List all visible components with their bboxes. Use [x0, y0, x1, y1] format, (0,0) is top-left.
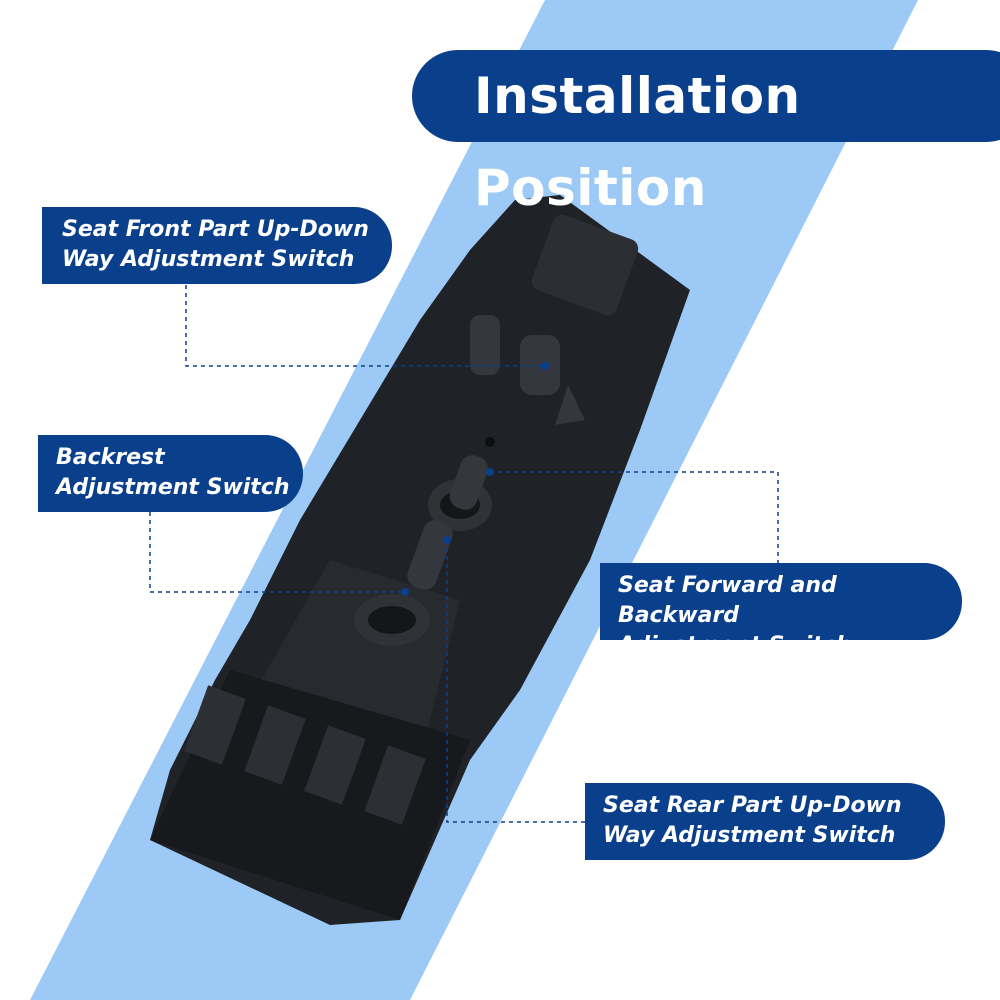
seat-switch-device [150, 195, 690, 925]
label-line: Way Adjustment Switch [62, 247, 355, 272]
label-seat-front-switch: Seat Front Part Up-Down Way Adjustment S… [42, 207, 392, 284]
label-line: Way Adjustment Switch [603, 823, 896, 848]
label-seat-rear-switch: Seat Rear Part Up-Down Way Adjustment Sw… [585, 783, 945, 860]
label-line: Backrest [56, 445, 165, 470]
leader-lines [149, 285, 779, 823]
label-line: Seat Front Part Up-Down [62, 217, 369, 242]
label-seat-forward-switch: Seat Forward and Backward Adjustment Swi… [600, 563, 962, 658]
label-line: Adjustment Switch [618, 633, 852, 658]
page-title: Installation Position [412, 50, 1000, 217]
label-line: Seat Forward and Backward [618, 573, 837, 628]
label-line: Adjustment Switch [56, 475, 290, 500]
label-line: Seat Rear Part Up-Down [603, 793, 902, 818]
label-backrest-switch: Backrest Adjustment Switch [38, 435, 303, 512]
